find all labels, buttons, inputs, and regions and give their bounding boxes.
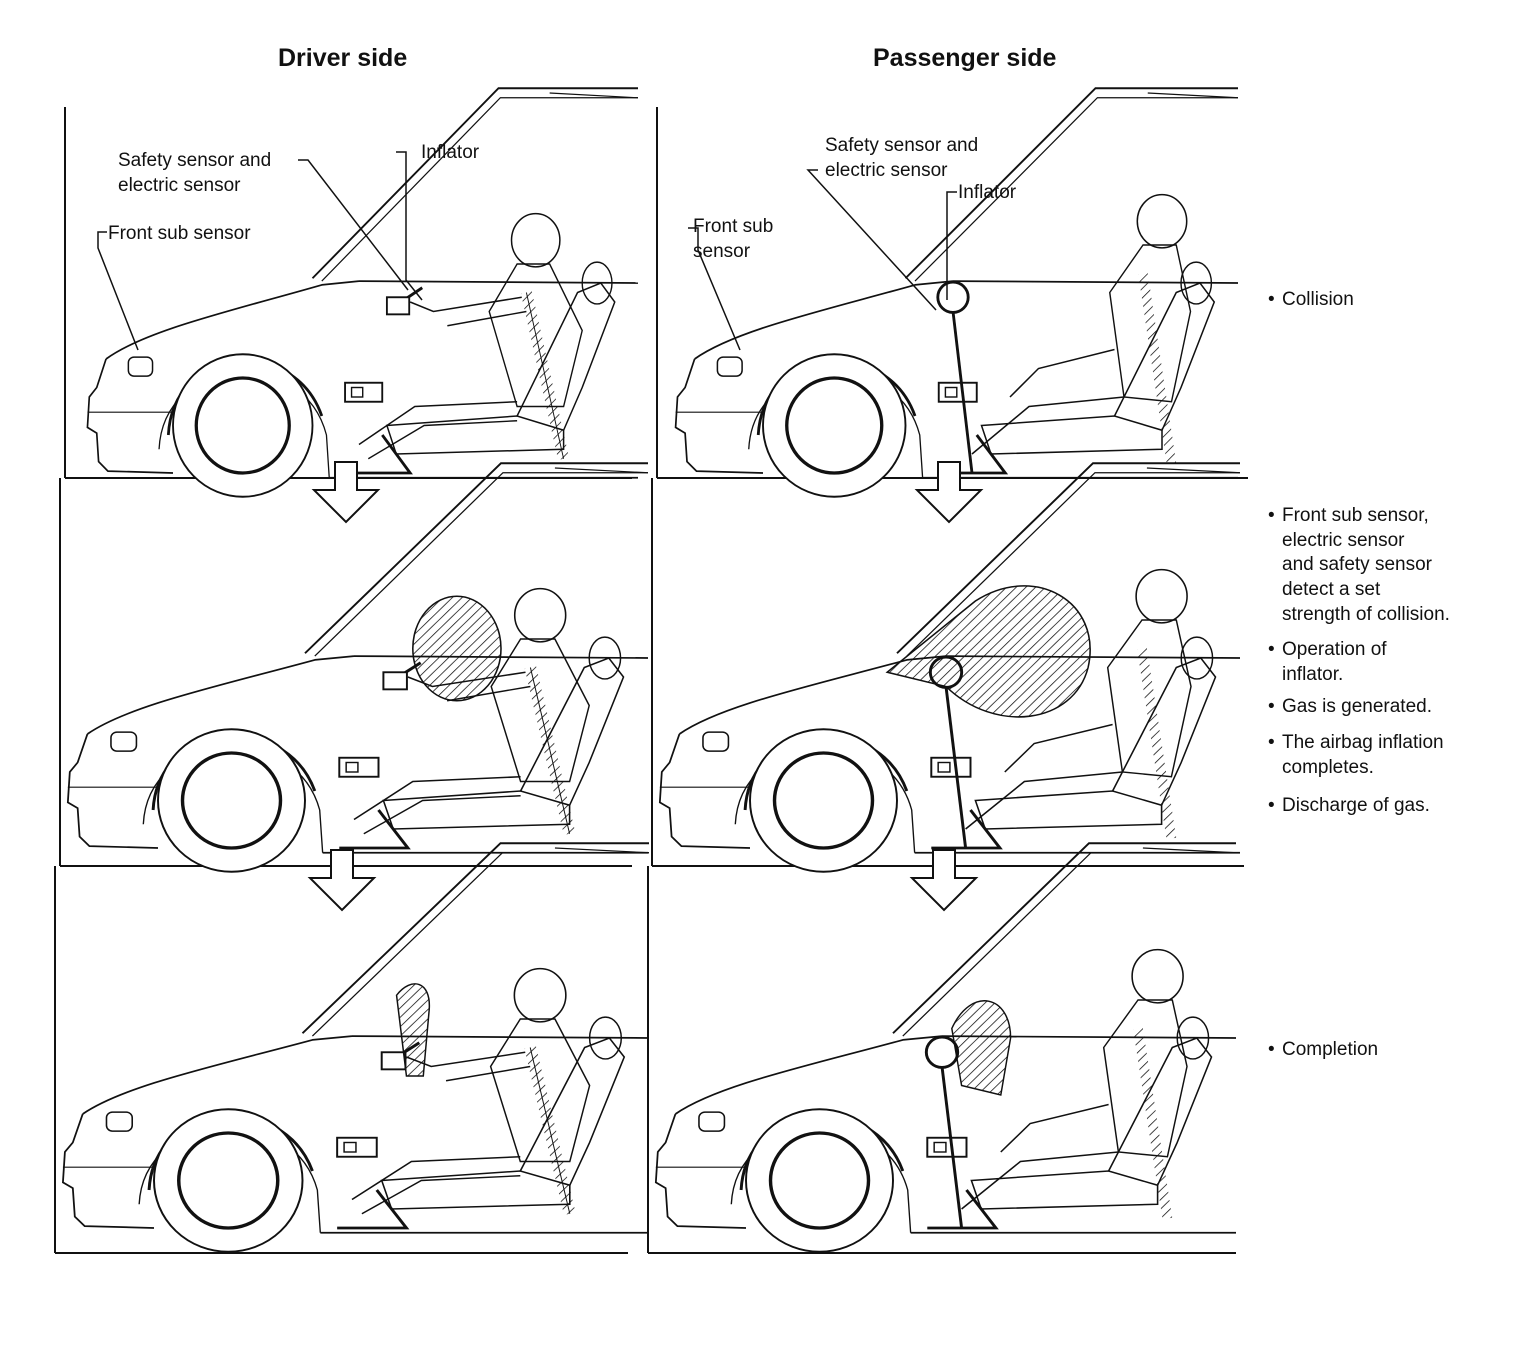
step-completion-text: Completion [1282, 1039, 1379, 1060]
step-detect: • Front sub sensor, electric sensor and … [1268, 504, 1518, 627]
driver-arrow-1 [311, 461, 381, 524]
passenger-arrow-1 [914, 461, 984, 524]
passenger-side-header: Passenger side [873, 44, 1057, 72]
driver-safety-sensor-label: Safety sensor and electric sensor [118, 150, 272, 196]
step-gas-text: Gas is generated. [1282, 696, 1432, 717]
driver-side-header: Driver side [278, 44, 408, 72]
driver-airbag-deflated [395, 983, 430, 1077]
driver-inflation-car [66, 461, 650, 874]
bullet-icon: • [1268, 732, 1275, 753]
driver-front-sub-sensor-label: Front sub sensor [108, 223, 251, 244]
step-discharge-text: Discharge of gas. [1282, 795, 1430, 816]
driver-panels-frame [54, 107, 632, 1254]
step-collision-text: Collision [1282, 289, 1354, 310]
step-discharge: • Discharge of gas. [1268, 794, 1518, 819]
driver-completion-car [61, 841, 651, 1254]
step-operation: • Operation of inflator. [1268, 638, 1518, 687]
step-completion: • Completion [1268, 1038, 1518, 1063]
bullet-icon: • [1268, 1039, 1275, 1060]
step-gas: • Gas is generated. [1268, 695, 1518, 720]
bullet-icon: • [1268, 795, 1275, 816]
step-operation-text: Operation of inflator. [1282, 639, 1387, 685]
passenger-airbag-deflated [951, 1000, 1012, 1096]
passenger-front-sub-sensor-label: Front sub sensor [693, 216, 774, 262]
driver-arrow-2 [307, 849, 377, 912]
passenger-inflation-car [658, 461, 1242, 874]
passenger-arrow-2 [909, 849, 979, 912]
bullet-icon: • [1268, 505, 1275, 526]
passenger-safety-sensor-label: Safety sensor and electric sensor [825, 135, 979, 181]
step-inflation: • The airbag inflation completes. [1268, 731, 1518, 780]
bullet-icon: • [1268, 289, 1275, 310]
passenger-completion-car [654, 841, 1238, 1254]
leader-lines [97, 151, 957, 351]
step-collision: • Collision [1268, 288, 1518, 313]
driver-airbag-inflated [412, 595, 502, 702]
passenger-airbag-inflated [885, 585, 1091, 718]
passenger-inflator-label: Inflator [958, 182, 1017, 203]
driver-inflator-label: Inflator [421, 142, 480, 163]
bullet-icon: • [1268, 639, 1275, 660]
bullet-icon: • [1268, 696, 1275, 717]
flow-arrows [307, 461, 984, 912]
step-detect-text: Front sub sensor, electric sensor and sa… [1282, 505, 1450, 625]
step-inflation-text: The airbag inflation completes. [1282, 732, 1444, 778]
